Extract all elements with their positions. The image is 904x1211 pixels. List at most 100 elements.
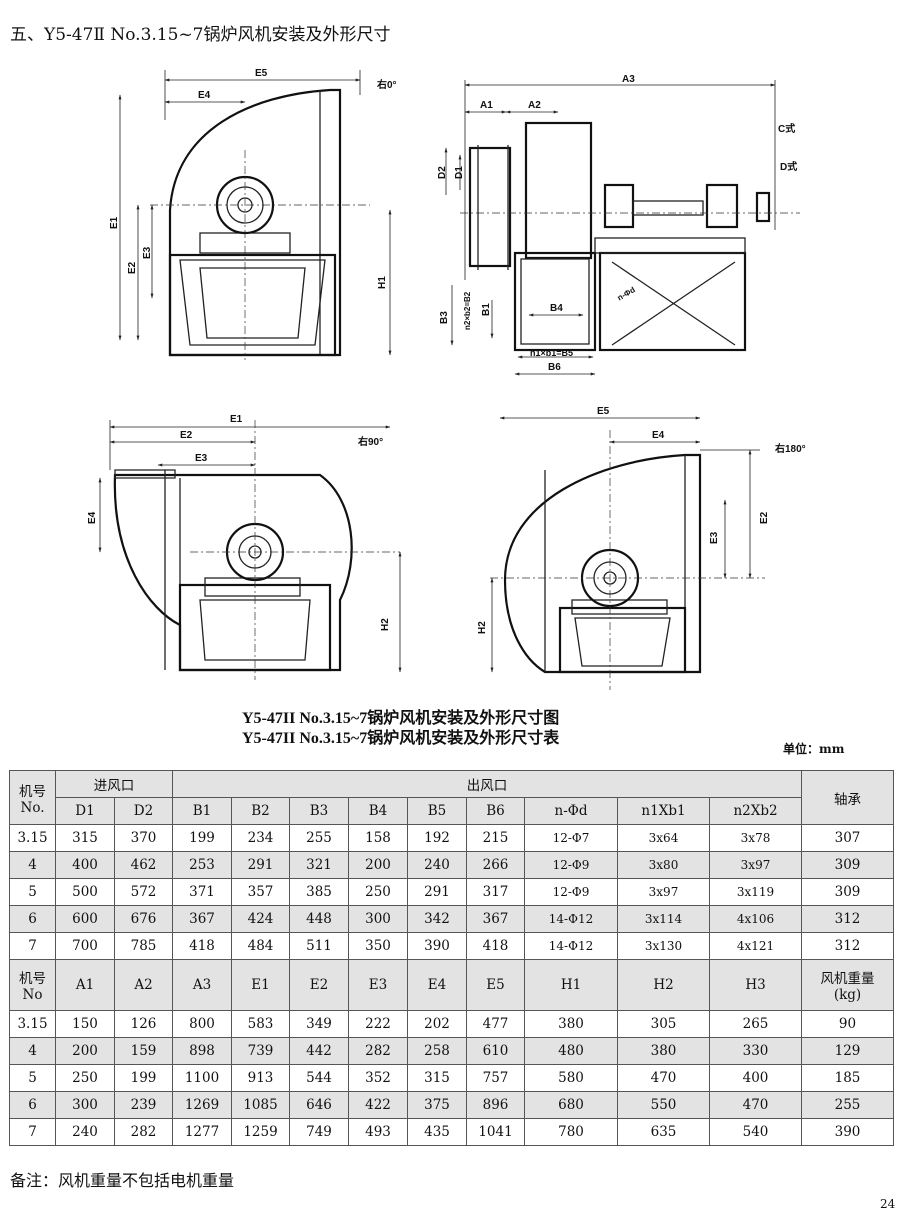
inlet-group-header: 进风口 [55,770,173,798]
table-cell: 240 [407,851,467,879]
table-cell: 265 [708,1010,803,1038]
column-header: B2 [231,797,290,825]
table-cell: 1269 [172,1091,232,1119]
svg-text:右180°: 右180° [774,442,806,455]
footnote: 备注：风机重量不包括电机重量 [10,1171,235,1190]
svg-text:B3: B3 [439,311,450,324]
table-cell: 418 [466,932,525,960]
side-view: A3 A1 A2 C式 D式 D2 D1 B3 n2×b2=B2 B1 B4 n… [437,74,800,376]
view-90-degree: E1 E2 E3 右90° E4 H2 [87,414,402,680]
svg-text:A1: A1 [480,100,493,111]
table-cell: 126 [114,1010,173,1038]
table-cell: 700 [55,932,115,960]
table-cell: 317 [466,878,525,906]
table-cell: 418 [172,932,232,960]
table-cell: 4 [9,851,56,879]
svg-text:A2: A2 [528,100,541,111]
table-cell: 300 [348,905,408,933]
table-cell: 312 [801,905,895,933]
table-cell: 1041 [466,1118,525,1146]
figure-caption: Y5-47II No.3.15~7锅炉风机安装及外形尺寸图 [242,710,560,727]
table-cell: 896 [466,1091,525,1119]
table-cell: 350 [348,932,408,960]
table-cell: 315 [407,1064,467,1092]
table-cell: 12-Φ7 [524,824,618,852]
table-cell: 199 [172,824,232,852]
table-cell: 300 [55,1091,115,1119]
fan-installation-drawings: E5 E4 右0° E1 E2 E3 H1 A3 A1 A2 C式 D式 [87,68,806,690]
table-cell: 321 [289,851,349,879]
svg-text:右90°: 右90° [357,435,383,448]
column-header: E5 [466,959,525,1011]
svg-text:D2: D2 [437,166,448,179]
table-cell: 1100 [172,1064,232,1092]
svg-text:A3: A3 [622,74,635,85]
table-cell: 255 [801,1091,895,1119]
table-cell: 3x64 [617,824,710,852]
column-header: n2Xb2 [708,797,803,825]
table-cell: 1085 [231,1091,290,1119]
table-cell: 12-Φ9 [524,878,618,906]
table-cell: 215 [466,824,525,852]
table-cell: 500 [55,878,115,906]
table-cell: 12-Φ9 [524,851,618,879]
table-cell: 635 [617,1118,710,1146]
table-cell: 3x78 [708,824,803,852]
table-cell: 6 [9,1091,56,1119]
svg-text:E3: E3 [709,531,720,544]
column-header: E2 [289,959,349,1011]
table-cell: 7 [9,1118,56,1146]
page-number: 24 [880,1197,896,1211]
table-cell: 305 [617,1010,710,1038]
table-caption: Y5-47II No.3.15~7锅炉风机安装及外形尺寸表 [242,730,560,747]
table-cell: 380 [617,1037,710,1065]
table-cell: 375 [407,1091,467,1119]
table-cell: 511 [289,932,349,960]
column-header: A2 [114,959,173,1011]
column-header: B1 [172,797,232,825]
table-cell: 309 [801,878,895,906]
unit-label: 单位：mm [783,742,845,756]
table-cell: 470 [617,1064,710,1092]
column-header: H3 [708,959,803,1011]
svg-text:E3: E3 [195,453,208,464]
svg-text:E5: E5 [255,68,268,79]
table-cell: 312 [801,932,895,960]
column-header: n-Φd [524,797,618,825]
table-cell: 185 [801,1064,895,1092]
table-cell: 367 [466,905,525,933]
column-header: B4 [348,797,408,825]
table-cell: 342 [407,905,467,933]
table-cell: 610 [466,1037,525,1065]
svg-text:B6: B6 [548,362,561,373]
table-cell: 371 [172,878,232,906]
table-cell: 250 [348,878,408,906]
table-cell: 480 [524,1037,618,1065]
column-header: D2 [114,797,173,825]
table-cell: 202 [407,1010,467,1038]
svg-text:D式: D式 [780,160,797,173]
table-cell: 4 [9,1037,56,1065]
table-cell: 14-Φ12 [524,932,618,960]
section-heading: 五、Y5-47Ⅱ No.3.15~7锅炉风机安装及外形尺寸 [10,25,391,45]
outlet-group-header: 出风口 [171,770,803,798]
table-cell: 315 [55,824,115,852]
table-cell: 239 [114,1091,173,1119]
column-header: A1 [55,959,115,1011]
table-cell: 540 [708,1118,803,1146]
column-header: B5 [407,797,467,825]
table-cell: 349 [289,1010,349,1038]
svg-text:E1: E1 [109,216,120,229]
table-cell: 282 [114,1118,173,1146]
table-cell: 580 [524,1064,618,1092]
table-cell: 3x114 [617,905,710,933]
table-cell: 435 [407,1118,467,1146]
table-cell: 739 [231,1037,290,1065]
table-cell: 159 [114,1037,173,1065]
